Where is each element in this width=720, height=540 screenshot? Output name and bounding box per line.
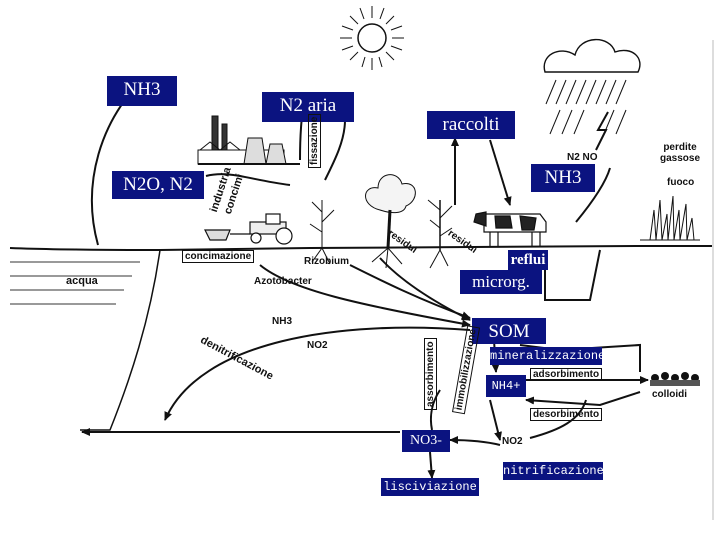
n2o-n2-box: N2O, N2 bbox=[112, 171, 204, 199]
reflui-box: reflui bbox=[508, 250, 548, 270]
concimazione-label: concimazione bbox=[182, 250, 255, 263]
rizobium-label: Rizobium bbox=[304, 256, 349, 267]
lisciviazione-box: lisciviazione bbox=[381, 478, 479, 496]
burning-grass-icon bbox=[640, 195, 700, 241]
no3-box: NO3- bbox=[402, 430, 450, 452]
tree-icon bbox=[365, 174, 416, 269]
factory-icon bbox=[197, 115, 300, 165]
legume-plant-icon bbox=[309, 200, 335, 265]
rain-cloud-icon bbox=[543, 38, 641, 151]
n2-aria-box: N2 aria bbox=[262, 92, 354, 122]
cow-icon bbox=[473, 211, 547, 246]
perdite-gassose-label: perdite gassose bbox=[659, 142, 701, 164]
colloidi-label: colloidi bbox=[652, 389, 687, 400]
nh4-box: NH4+ bbox=[486, 375, 526, 397]
acqua-label: acqua bbox=[66, 275, 98, 287]
nh3-right-box: NH3 bbox=[531, 164, 595, 192]
som-box: SOM bbox=[472, 318, 546, 344]
soil-slope bbox=[80, 249, 161, 431]
raccolti-box: raccolti bbox=[427, 111, 515, 139]
no2-bottom-label: NO2 bbox=[502, 436, 523, 447]
cycle-arrows bbox=[81, 87, 649, 479]
nitrificazione-box: nitrificazione bbox=[503, 462, 604, 480]
n2-no-label: N2 NO bbox=[567, 152, 598, 163]
microrg-box: microrg. bbox=[460, 270, 542, 294]
desorbimento-label: desorbimento bbox=[530, 408, 603, 421]
water-lines bbox=[10, 261, 140, 305]
nh3-top-box: NH3 bbox=[107, 76, 177, 106]
colloids-icon bbox=[650, 372, 700, 386]
corn-plant-icon bbox=[427, 199, 453, 269]
azotobacter-label: Azotobacter bbox=[254, 276, 312, 287]
sun-icon bbox=[340, 6, 404, 70]
mineralizzazione-box: mineralizzazione bbox=[490, 347, 606, 365]
nh3-small-label: NH3 bbox=[272, 316, 293, 327]
ground-line bbox=[9, 245, 712, 252]
no2-small-label: NO2 bbox=[307, 340, 328, 351]
fissazione-label: fissazione bbox=[308, 113, 321, 168]
fuoco-label: fuoco bbox=[667, 177, 695, 188]
assorbimento-label: assorbimento bbox=[424, 338, 437, 410]
tractor-icon bbox=[204, 213, 293, 245]
adsorbimento-label: adsorbimento bbox=[530, 368, 603, 381]
